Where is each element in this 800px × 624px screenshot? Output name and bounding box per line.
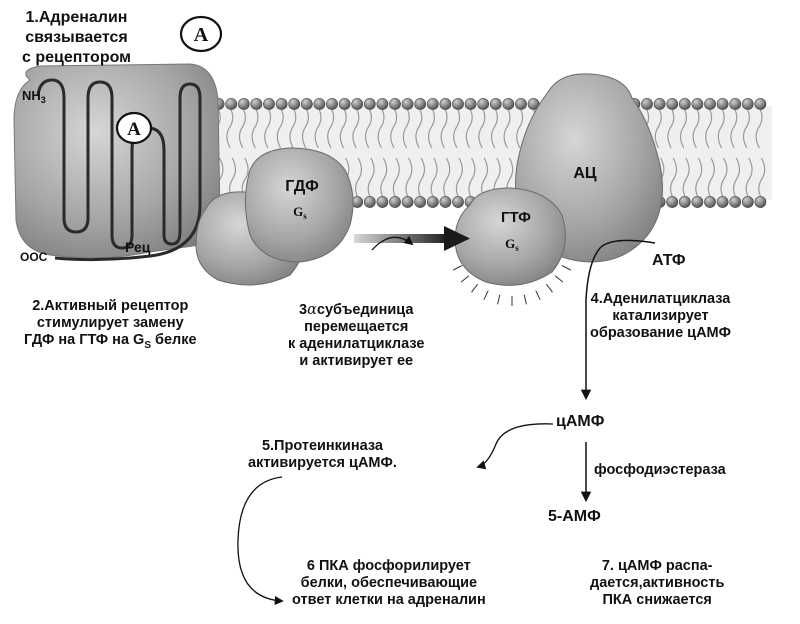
atp-label: АТФ	[652, 252, 686, 269]
gs-active-complex: ГТФ Gs	[452, 187, 572, 306]
bound-adrenaline-label: A	[127, 119, 141, 140]
step5-label: 5.Протеинкиназа активируется цАМФ.	[248, 438, 397, 471]
gs-inactive-label: Gs	[293, 204, 307, 221]
bound-adrenaline-circle	[115, 111, 153, 145]
phosphodiesterase-label: фосфодиэстераза	[594, 462, 726, 478]
free-adrenaline: A	[179, 15, 223, 53]
gtp-label: ГТФ	[501, 209, 531, 226]
free-adrenaline-label: A	[194, 24, 209, 46]
ac-label: АЦ	[573, 165, 597, 182]
gdp-label: ГДФ	[285, 178, 319, 195]
c-terminus-label: OOC	[20, 250, 48, 264]
translocation-arrow	[354, 226, 470, 251]
step7-label: 7. цАМФ распа- дается,активность ПКА сни…	[590, 558, 725, 608]
step6-label: 6 ПКА фосфорилирует белки, обеспечивающи…	[292, 558, 486, 608]
step4-label: 4.Аденилатциклаза катализирует образован…	[590, 291, 732, 341]
amp-label: 5-АМФ	[548, 508, 601, 525]
gs-inactive-complex: ГДФ Gs	[195, 147, 354, 286]
atp-to-camp-arrow	[580, 239, 656, 401]
step2-label: 2.Активный рецептор стимулирует замену Г…	[24, 298, 197, 351]
n-terminus-label: NH3	[22, 88, 46, 105]
step1-label: 1.Адреналин связывается с рецептором	[22, 9, 131, 66]
camp-to-pka-arrow	[476, 423, 554, 470]
receptor-label: Рец	[125, 239, 151, 255]
gs-active-label: Gs	[505, 236, 519, 253]
camp-label: цАМФ	[556, 413, 605, 430]
receptor: A	[13, 63, 221, 262]
pka-to-response-arrow	[237, 476, 284, 606]
